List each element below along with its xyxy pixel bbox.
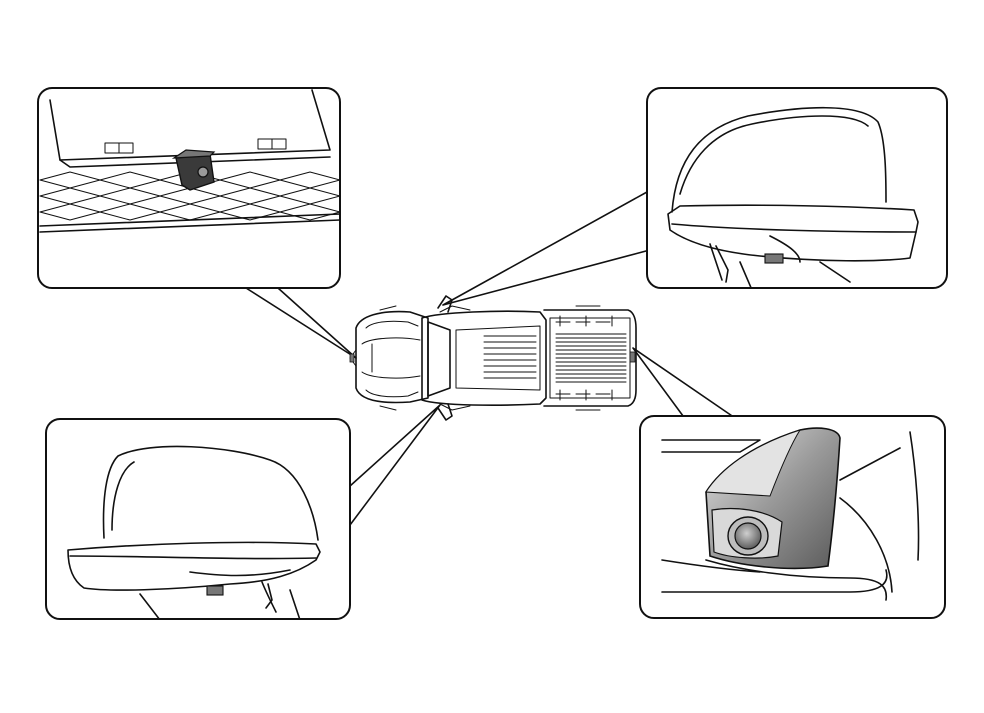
front-camera-panel <box>37 87 341 289</box>
front-camera-icon <box>39 89 340 233</box>
left-mirror-icon <box>67 445 321 619</box>
pickup-truck-top-view-icon <box>349 295 637 421</box>
left-mirror-panel <box>45 418 351 620</box>
rear-camera-panel <box>639 415 946 619</box>
rear-camera-icon <box>661 427 920 601</box>
right-mirror-panel <box>646 87 948 289</box>
right-mirror-icon <box>667 106 919 288</box>
